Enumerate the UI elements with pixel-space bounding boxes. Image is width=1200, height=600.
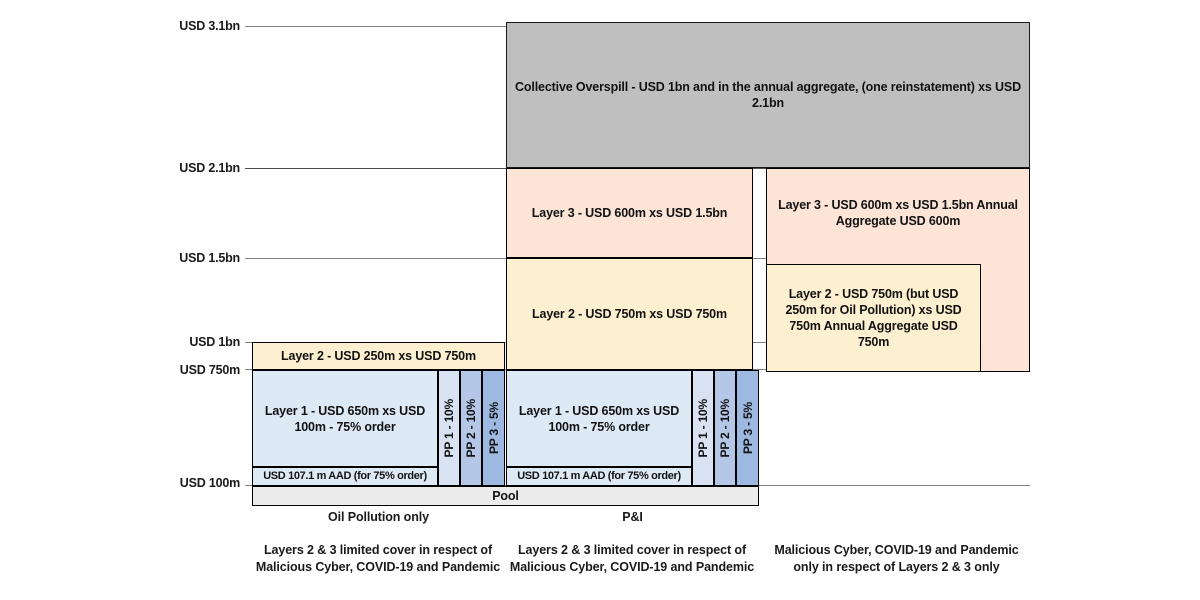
col2-aad-box[interactable]: USD 107.1 m AAD (for 75% order) <box>506 467 692 486</box>
col2-pp3-label: PP 3 - 5% <box>740 401 755 454</box>
col2-layer3-label: Layer 3 - USD 600m xs USD 1.5bn <box>531 206 728 220</box>
col1-layer1-box[interactable]: Layer 1 - USD 650m xs USD 100m - 75% ord… <box>252 370 438 467</box>
col2-aad-label: USD 107.1 m AAD (for 75% order) <box>517 470 681 483</box>
col3-layer2-label: Layer 2 - USD 750m (but USD 250m for Oil… <box>785 287 962 349</box>
col2-layer2-box[interactable]: Layer 2 - USD 750m xs USD 750m <box>506 258 753 370</box>
col1-layer1-label: Layer 1 - USD 650m xs USD 100m - 75% ord… <box>264 403 426 434</box>
axis-tick-3-1bn: USD 3.1bn <box>179 19 240 33</box>
col1-aad-box[interactable]: USD 107.1 m AAD (for 75% order) <box>252 467 438 486</box>
axis-tick-1-5bn: USD 1.5bn <box>179 251 240 265</box>
col1-layer2-box[interactable]: Layer 2 - USD 250m xs USD 750m <box>252 342 505 370</box>
col1-pp1-box[interactable]: PP 1 - 10% <box>438 370 460 486</box>
pool-label: Pool <box>492 489 519 503</box>
col1-note: Layers 2 & 3 limited cover in respect of… <box>255 543 501 574</box>
col2-layer1-box[interactable]: Layer 1 - USD 650m xs USD 100m - 75% ord… <box>506 370 692 467</box>
col2-note: Layers 2 & 3 limited cover in respect of… <box>509 543 755 574</box>
axis-tick-750m: USD 750m <box>179 363 240 377</box>
axis-tick-100m: USD 100m <box>179 476 240 490</box>
col3-note: Malicious Cyber, COVID-19 and Pandemic o… <box>774 543 1019 574</box>
col1-title: Oil Pollution only <box>328 510 429 524</box>
col2-title: P&I <box>622 510 643 524</box>
col1-pp2-box[interactable]: PP 2 - 10% <box>460 370 482 486</box>
col1-pp2-label: PP 2 - 10% <box>464 398 478 458</box>
col2-layer1-label: Layer 1 - USD 650m xs USD 100m - 75% ord… <box>518 403 680 434</box>
col2-layer2-label: Layer 2 - USD 750m xs USD 750m <box>532 307 727 321</box>
col3-layer3-label: Layer 3 - USD 600m xs USD 1.5bn Annual A… <box>778 198 1018 228</box>
col2-pp1-label: PP 1 - 10% <box>696 398 710 458</box>
pool-box[interactable]: Pool <box>252 486 759 506</box>
collective-overspill-box[interactable]: Collective Overspill - USD 1bn and in th… <box>506 22 1030 168</box>
axis-tick-1bn: USD 1bn <box>189 335 240 349</box>
col2-layer3-box[interactable]: Layer 3 - USD 600m xs USD 1.5bn <box>506 168 753 258</box>
col1-pp3-label: PP 3 - 5% <box>486 401 501 454</box>
col2-pp2-label: PP 2 - 10% <box>718 398 732 458</box>
axis-tick-2-1bn: USD 2.1bn <box>179 161 240 175</box>
col1-aad-label: USD 107.1 m AAD (for 75% order) <box>263 470 427 483</box>
col2-pp2-box[interactable]: PP 2 - 10% <box>714 370 736 486</box>
col2-pp1-box[interactable]: PP 1 - 10% <box>692 370 714 486</box>
col2-pp3-box[interactable]: PP 3 - 5% <box>736 370 759 486</box>
col1-layer2-label: Layer 2 - USD 250m xs USD 750m <box>281 349 476 363</box>
col1-pp3-box[interactable]: PP 3 - 5% <box>482 370 505 486</box>
collective-overspill-label: Collective Overspill - USD 1bn and in th… <box>515 80 1021 110</box>
col3-layer2-box[interactable]: Layer 2 - USD 750m (but USD 250m for Oil… <box>766 264 981 372</box>
col1-pp1-label: PP 1 - 10% <box>442 398 456 458</box>
